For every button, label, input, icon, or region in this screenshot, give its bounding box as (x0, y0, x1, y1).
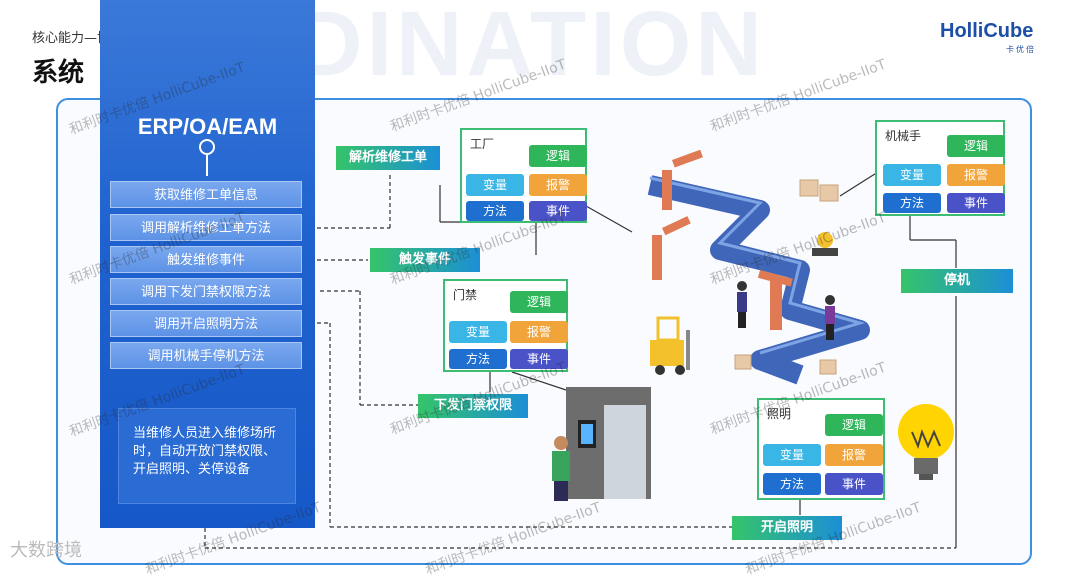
label-door-permission: 下发门禁权限 (418, 394, 528, 418)
chip-alarm[interactable]: 报警 (947, 164, 1005, 186)
chip-variable[interactable]: 变量 (883, 164, 941, 186)
method-stop-robot[interactable]: 调用机械手停机方法 (110, 342, 302, 369)
chip-logic[interactable]: 逻辑 (947, 135, 1005, 157)
method-turn-on-light[interactable]: 调用开启照明方法 (110, 310, 302, 337)
robot-arm-icon (652, 149, 793, 330)
label-turn-on-light: 开启照明 (732, 516, 842, 540)
forklift-icon (650, 316, 690, 375)
card-factory: 工厂 逻辑 变量 报警 方法 事件 (460, 128, 587, 223)
chip-alarm[interactable]: 报警 (825, 444, 883, 466)
chip-logic[interactable]: 逻辑 (529, 145, 587, 167)
yellow-robot-icon (812, 232, 838, 256)
light-bulb-icon (898, 404, 954, 480)
cargo-box-icon (734, 179, 839, 375)
chip-alarm[interactable]: 报警 (510, 321, 568, 343)
chip-method[interactable]: 方法 (763, 473, 821, 495)
card-robot: 机械手 逻辑 变量 报警 方法 事件 (875, 120, 1005, 216)
label-parse-workorder: 解析维修工单 (336, 146, 440, 170)
card-door: 门禁 逻辑 变量 报警 方法 事件 (443, 279, 568, 372)
label-stop: 停机 (901, 269, 1013, 293)
brand-logo-sub: 卡优倍 (1006, 45, 1036, 54)
method-parse-workorder[interactable]: 调用解析维修工单方法 (110, 214, 302, 241)
card-title: 照明 (767, 407, 792, 421)
chip-event[interactable]: 事件 (510, 349, 568, 369)
card-light: 照明 逻辑 变量 报警 方法 事件 (757, 398, 885, 500)
factory-illustration (204, 149, 957, 549)
chip-event[interactable]: 事件 (825, 473, 883, 495)
chip-variable[interactable]: 变量 (466, 174, 524, 196)
chip-variable[interactable]: 变量 (449, 321, 507, 343)
chip-logic[interactable]: 逻辑 (510, 291, 568, 313)
brand-logo: HolliCube (940, 20, 1034, 42)
conveyor-belt-icon (647, 175, 870, 385)
chip-variable[interactable]: 变量 (763, 444, 821, 466)
pin-line (206, 154, 208, 176)
worker-icon (737, 281, 835, 340)
chip-event[interactable]: 事件 (947, 193, 1005, 213)
chip-method[interactable]: 方法 (449, 349, 507, 369)
method-trigger-event[interactable]: 触发维修事件 (110, 246, 302, 273)
card-title: 门禁 (453, 288, 478, 302)
method-get-workorder[interactable]: 获取维修工单信息 (110, 181, 302, 208)
footer-brand: 大数跨境 (10, 540, 82, 561)
chip-logic[interactable]: 逻辑 (825, 414, 883, 436)
card-title: 工厂 (470, 137, 495, 151)
chip-event[interactable]: 事件 (529, 201, 587, 221)
card-title: 机械手 (885, 129, 922, 143)
door-access-icon (552, 387, 651, 501)
page-title: 系统 (32, 58, 85, 88)
pin-icon (199, 139, 215, 155)
flow-arrows (204, 171, 957, 549)
system-heading: ERP/OA/EAM (137, 114, 278, 139)
scenario-description: 当维修人员进入维修场所时，自动开放门禁权限、开启照明、关停设备 (118, 408, 296, 504)
label-trigger-event: 触发事件 (370, 248, 480, 272)
method-door-permission[interactable]: 调用下发门禁权限方法 (110, 278, 302, 305)
chip-method[interactable]: 方法 (883, 193, 941, 213)
chip-method[interactable]: 方法 (466, 201, 524, 221)
chip-alarm[interactable]: 报警 (529, 174, 587, 196)
